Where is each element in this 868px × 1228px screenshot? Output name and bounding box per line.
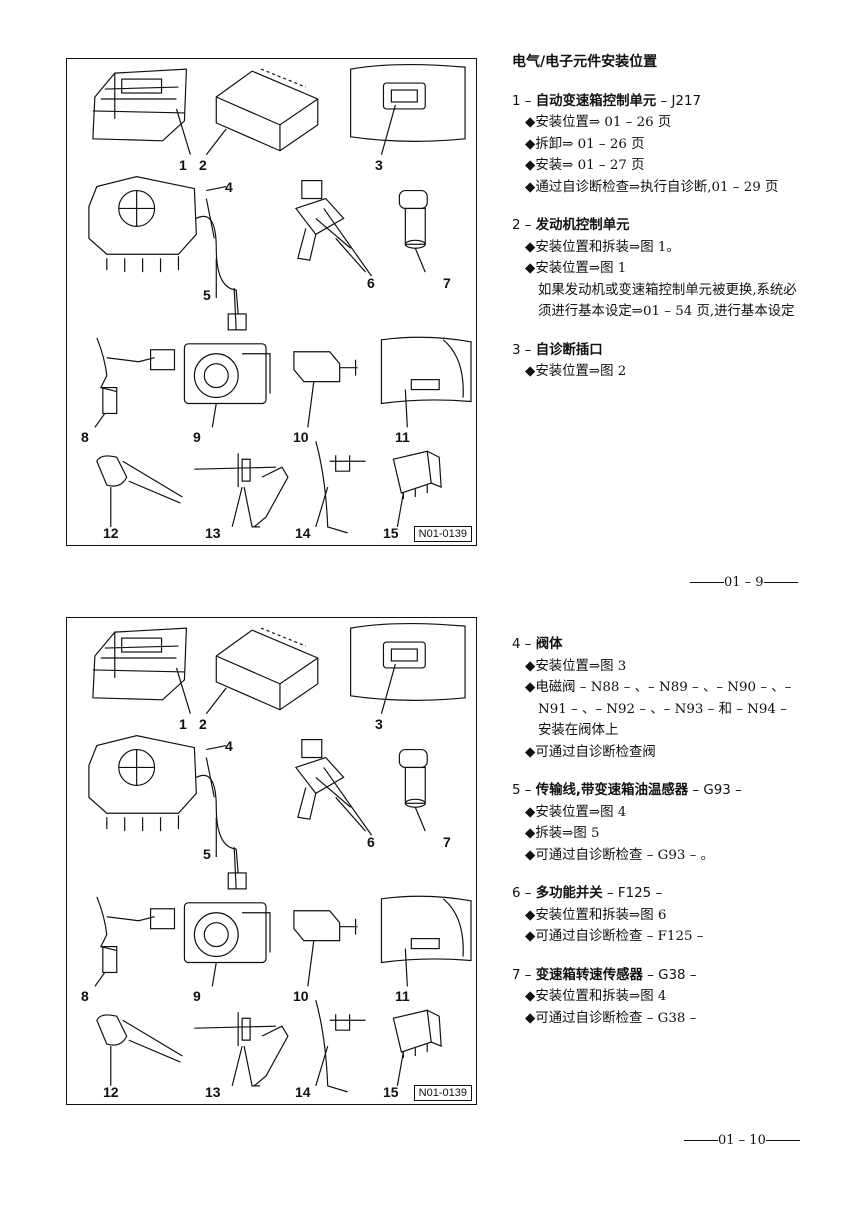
figure-label-11: 11 — [395, 429, 410, 445]
component-drawings — [88, 64, 472, 534]
page-number-2: 01 – 10 — [684, 1133, 800, 1148]
section-1: 1 – 自动变速箱控制单元 – J217 ◆安装位置⇒ 01 – 26 页 ◆拆… — [512, 93, 779, 195]
figure-label-4: 4 — [225, 738, 233, 754]
figure-label-1: 1 — [179, 716, 187, 732]
figure-code: N01-0139 — [413, 1085, 472, 1101]
section-3: 3 – 自诊断插口 ◆安装位置⇒图 2 — [512, 342, 627, 380]
figure-label-6: 6 — [367, 275, 375, 291]
figure-label-7: 7 — [443, 275, 451, 291]
figure-label-15: 15 — [383, 1084, 399, 1100]
section-5: 5 – 传输线,带变速箱油温感器 – G93 – ◆安装位置⇒图 4 ◆拆装⇒图… — [512, 783, 742, 863]
figure-label-13: 13 — [205, 525, 221, 541]
figure-label-4: 4 — [225, 179, 233, 195]
figure-label-11: 11 — [395, 988, 410, 1004]
figure-label-5: 5 — [203, 846, 211, 862]
page-number-1: 01 – 9 — [690, 575, 798, 590]
section-2: 2 – 发动机控制单元 ◆安装位置和拆装⇒图 1。 ◆安装位置⇒图 1 如果发动… — [512, 218, 797, 319]
figure-label-9: 9 — [193, 988, 201, 1004]
figure-label-3: 3 — [375, 157, 383, 173]
figure-label-5: 5 — [203, 287, 211, 303]
figure-label-13: 13 — [205, 1084, 221, 1100]
figure-label-8: 8 — [81, 988, 89, 1004]
section-7: 7 – 变速箱转速传感器 – G38 – ◆安装位置和拆装⇒图 4 ◆可通过自诊… — [512, 967, 697, 1026]
section-6: 6 – 多功能并关 – F125 – ◆安装位置和拆装⇒图 6 ◆可通过自诊断检… — [512, 886, 704, 944]
component-figure-1: 1 2 3 4 5 6 7 8 9 10 11 12 13 14 15 N01-… — [66, 58, 477, 546]
page-title: 电气/电子元件安装位置 — [512, 54, 658, 70]
figure-label-10: 10 — [293, 988, 309, 1004]
figure-label-8: 8 — [81, 429, 89, 445]
figure-label-2: 2 — [199, 157, 207, 173]
figure-label-14: 14 — [295, 1084, 311, 1100]
figure-label-6: 6 — [367, 834, 375, 850]
figure-label-12: 12 — [103, 1084, 119, 1100]
figure-label-15: 15 — [383, 525, 399, 541]
figure-label-3: 3 — [375, 716, 383, 732]
component-figure-2: 1 2 3 4 5 6 7 8 9 10 11 12 13 14 15 N01-… — [66, 617, 477, 1105]
figure-label-12: 12 — [103, 525, 119, 541]
figure-label-2: 2 — [199, 716, 207, 732]
figure-label-7: 7 — [443, 834, 451, 850]
figure-label-1: 1 — [179, 157, 187, 173]
page1-text: 电气/电子元件安装位置 1 – 自动变速箱控制单元 – J217 ◆安装位置⇒ … — [512, 52, 802, 400]
page2-text: 4 – 阀体 ◆安装位置⇒图 3 ◆电磁阀 – N88 – 、– N89 – 、… — [512, 634, 802, 1046]
figure-label-9: 9 — [193, 429, 201, 445]
figure-code: N01-0139 — [413, 526, 472, 542]
component-drawings — [88, 623, 472, 1093]
figure-label-14: 14 — [295, 525, 311, 541]
section-4: 4 – 阀体 ◆安装位置⇒图 3 ◆电磁阀 – N88 – 、– N89 – 、… — [512, 637, 792, 760]
figure-label-10: 10 — [293, 429, 309, 445]
